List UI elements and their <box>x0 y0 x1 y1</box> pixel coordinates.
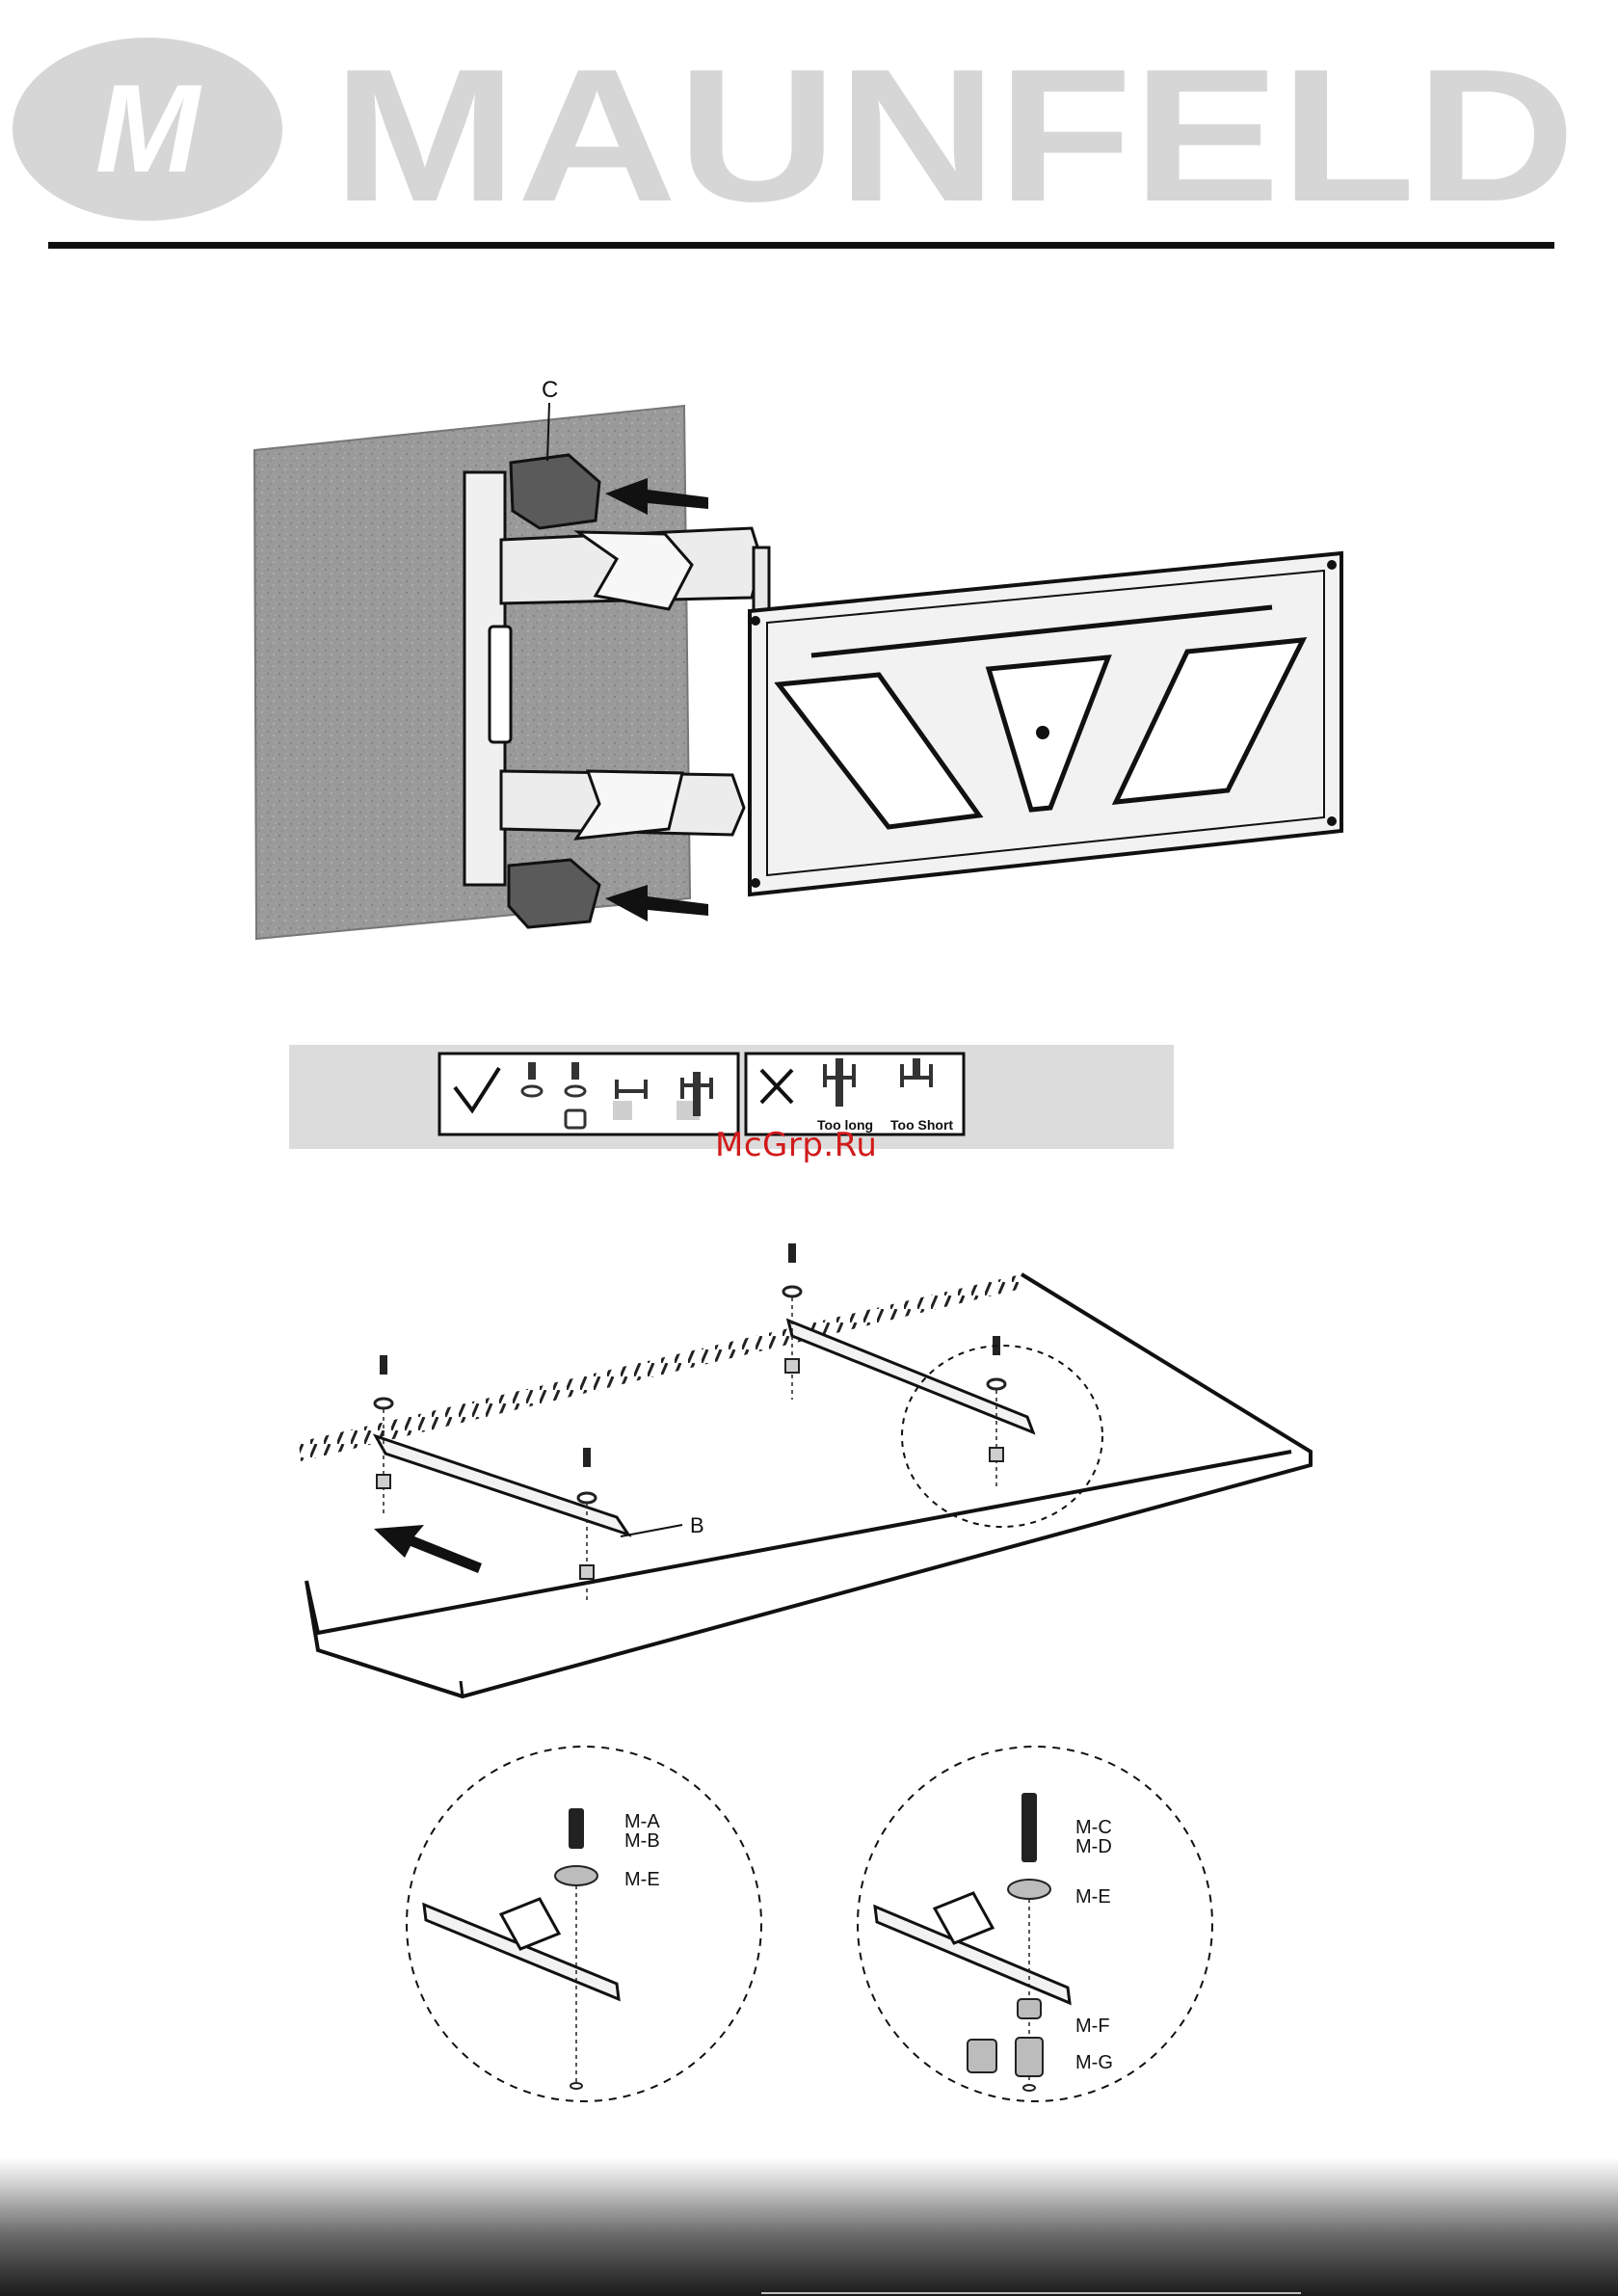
too-short-label: Too Short <box>890 1117 953 1133</box>
detail-right-washer-icon <box>1008 1880 1050 1899</box>
part-label-m-d: M-D <box>1075 1836 1112 1857</box>
part-label-m-e: M-E <box>624 1869 660 1890</box>
spacer-loose-icon <box>968 2040 996 2072</box>
screw-set-3 <box>783 1243 801 1400</box>
logo-mark-icon: M <box>95 58 202 199</box>
detail-left: M-A M-B M-E <box>407 1747 761 2101</box>
wall-plate-slot <box>490 627 511 742</box>
detail-right-screw-icon <box>1021 1793 1037 1862</box>
part-label-m-c: M-C <box>1075 1817 1112 1838</box>
footer-gradient-band <box>0 2157 1618 2296</box>
brand-logo: M MAUNFELD <box>13 30 1576 241</box>
brand-wordmark: MAUNFELD <box>332 30 1576 241</box>
label-c: C <box>542 377 558 403</box>
slide-arrow-icon <box>374 1525 482 1573</box>
part-label-m-a: M-A <box>624 1811 660 1832</box>
part-label-m-b: M-B <box>624 1830 660 1852</box>
detail-left-washer-icon <box>555 1866 597 1885</box>
part-label-m-e-right: M-E <box>1075 1886 1111 1908</box>
screw-set-2 <box>578 1448 596 1602</box>
figure-wall-mount: C <box>254 377 1341 939</box>
detail-right: M-C M-D M-E M-F M-G <box>858 1747 1212 2101</box>
detail-callout-circle <box>902 1346 1102 1527</box>
label-b: B <box>690 1513 704 1537</box>
part-label-m-g: M-G <box>1075 2052 1113 2073</box>
watermark-text: McGrp.Ru <box>715 1126 877 1164</box>
footer-line <box>761 2292 1301 2294</box>
header-rule <box>48 242 1554 249</box>
spacer-short-icon <box>1018 1999 1041 2018</box>
tv-vent-edge <box>299 1274 1025 1461</box>
detail-left-screw-icon <box>569 1808 584 1849</box>
part-label-m-f: M-F <box>1075 2016 1110 2037</box>
spacer-long-icon <box>1016 2038 1043 2076</box>
figure-tv-rails: B <box>299 1243 1311 1696</box>
